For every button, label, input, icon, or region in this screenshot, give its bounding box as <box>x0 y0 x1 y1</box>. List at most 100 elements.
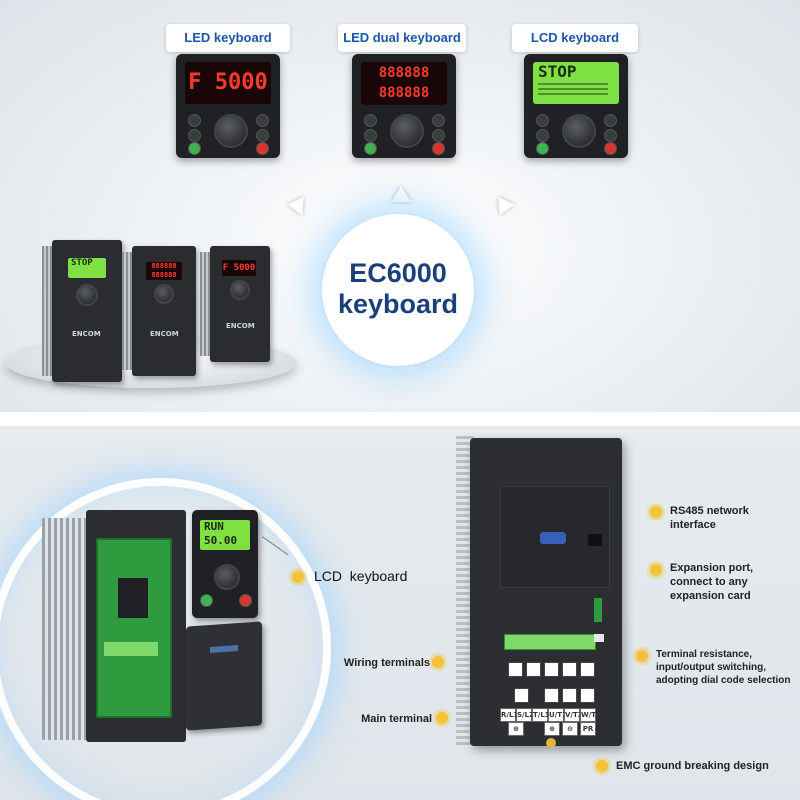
section-divider <box>0 412 800 426</box>
led-display: F 5000 <box>185 62 271 104</box>
button-icon <box>536 129 549 142</box>
knob-icon <box>154 284 174 304</box>
keypad-lcd-value: 50.00 <box>204 534 238 547</box>
drive-logo: ENCOM <box>226 322 255 330</box>
knob-icon <box>214 564 240 590</box>
drive-unit-lcd: STOP ENCOM <box>42 240 122 382</box>
drive-led-line-2: 888888 <box>151 271 177 279</box>
drive-back-panel: R/L1 S/L2 T/L3 U/T1 V/T2 W/T3 ⊕ ⊕ ⊖ PR <box>470 438 622 748</box>
circuit-board <box>96 538 172 718</box>
drive-led-display: F 5000 <box>222 260 256 276</box>
stop-button-icon <box>432 142 445 155</box>
rs485-port-icon <box>540 532 566 544</box>
button-icon <box>256 129 269 142</box>
heatsink-icon <box>122 252 132 370</box>
ground-screw-icon <box>546 738 556 748</box>
button-icon <box>364 114 377 127</box>
knob-icon <box>214 114 248 148</box>
callout-dot-icon <box>636 650 648 662</box>
terminal-symbol: PR <box>580 722 596 736</box>
main-terminal-screw-icon <box>562 688 577 703</box>
callout-dot-icon <box>292 571 304 583</box>
callout-dot-icon <box>432 656 444 668</box>
button-icon <box>188 114 201 127</box>
knob-icon <box>562 114 596 148</box>
bottom-section: RUN 50.00 LCD keyboard R/L1 S/L2 T/L3 U/… <box>0 426 800 800</box>
button-icon <box>364 129 377 142</box>
main-terminal-screw-icon <box>544 662 559 677</box>
callout-main-terminal: Main terminal <box>361 713 432 725</box>
led-keyboard-panel: F 5000 <box>176 54 280 158</box>
button-icon <box>432 114 445 127</box>
front-cover <box>186 621 262 731</box>
led-dual-line-1: 888888 <box>378 65 430 81</box>
led-dual-keyboard-label: LED dual keyboard <box>338 24 466 52</box>
callout-dot-icon <box>436 712 448 724</box>
stop-button-icon <box>256 142 269 155</box>
button-icon <box>256 114 269 127</box>
drive-led-line-1: 888888 <box>151 262 177 270</box>
main-terminal-screw-icon <box>508 662 523 677</box>
terminal-symbol: ⊖ <box>562 722 578 736</box>
wiring-terminal-block <box>504 634 596 650</box>
callout-terminal-resistance: Terminal resistance, input/output switch… <box>656 649 791 686</box>
terminal-symbol: ⊕ <box>508 722 524 736</box>
run-button-icon <box>364 142 377 155</box>
terminal-label: V/T2 <box>564 708 583 722</box>
callout-expansion: Expansion port, connect to any expansion… <box>670 562 754 602</box>
terminal-label: W/T3 <box>580 708 601 722</box>
stop-button-icon <box>604 142 617 155</box>
glow-ring <box>0 478 331 800</box>
knob-icon <box>230 280 250 300</box>
button-icon <box>432 129 445 142</box>
terminal-label: U/T1 <box>548 708 567 722</box>
callout-dot-icon <box>650 506 662 518</box>
arrow-icon <box>391 186 411 202</box>
callout-rs485: RS485 network interface <box>670 505 749 531</box>
terminal-label: R/L1 <box>500 708 518 722</box>
drive-unit-led: F 5000 ENCOM <box>200 246 270 362</box>
main-terminal-screw-icon <box>580 662 595 677</box>
arrow-icon <box>287 196 311 220</box>
board-component-icon <box>118 578 148 618</box>
led-dual-keyboard-panel: 888888 888888 <box>352 54 456 158</box>
stop-button-icon <box>239 594 252 607</box>
drive-unit-led-dual: 888888 888888 ENCOM <box>122 246 196 376</box>
heatsink-icon <box>456 436 474 748</box>
center-title-circle: EC6000 keyboard <box>322 214 474 366</box>
lcd-status-text: STOP <box>538 62 577 81</box>
led-dual-line-2: 888888 <box>378 85 430 101</box>
keypad-lcd-display: RUN 50.00 <box>200 520 250 550</box>
drive-led-display: 888888 888888 <box>146 262 182 280</box>
arrow-icon <box>491 196 515 220</box>
button-icon <box>536 114 549 127</box>
drive-lcd-display: STOP <box>68 258 106 278</box>
lcd-line-icon <box>538 83 608 85</box>
callout-wiring: Wiring terminals <box>343 657 430 669</box>
run-button-icon <box>536 142 549 155</box>
callout-emc: EMC ground breaking design <box>616 760 769 772</box>
lcd-line-icon <box>538 88 608 90</box>
terminal-label: S/L2 <box>516 708 534 722</box>
run-button-icon <box>188 142 201 155</box>
center-title-line-1: EC6000 <box>349 258 447 288</box>
main-terminal-screw-icon <box>544 688 559 703</box>
callout-lcd-keyboard: LCD keyboard <box>314 568 408 584</box>
terminal-symbol: ⊕ <box>544 722 560 736</box>
button-icon <box>188 129 201 142</box>
callout-dot-icon <box>596 760 608 772</box>
network-port-icon <box>588 534 602 546</box>
keypad-lcd-status: RUN <box>204 520 224 533</box>
expansion-port-icon <box>594 598 602 622</box>
drive-logo: ENCOM <box>150 330 179 338</box>
callout-dot-icon <box>650 564 662 576</box>
led-dual-display: 888888 888888 <box>361 62 447 105</box>
top-section: LED keyboard F 5000 LED dual keyboard 88… <box>0 0 800 412</box>
knob-icon <box>76 284 98 306</box>
terminal-block-icon <box>104 642 158 656</box>
main-terminal-screw-icon <box>580 688 595 703</box>
heatsink-icon <box>42 246 52 376</box>
lcd-keyboard-label: LCD keyboard <box>512 24 638 52</box>
knob-icon <box>390 114 424 148</box>
run-button-icon <box>200 594 213 607</box>
